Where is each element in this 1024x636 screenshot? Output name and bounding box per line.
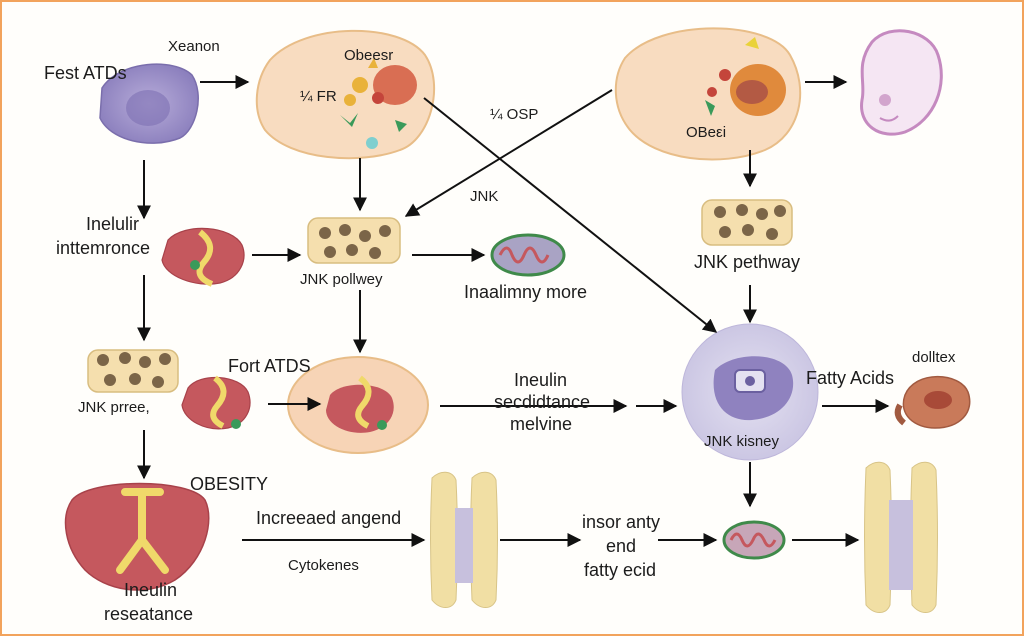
label-inaalimny-more: Inaalimny more (464, 282, 587, 302)
arrow (404, 89, 613, 217)
liver-small-2 (181, 375, 251, 430)
large-cell-kidney (681, 323, 819, 461)
label-jnk-pollwey: JNK pollwey (300, 271, 383, 288)
blood-vessel-1 (430, 471, 498, 608)
label-secdidtance: secdidtance (494, 392, 590, 412)
adipocyte-liver-center (287, 356, 429, 454)
label-jnk-pethway: JNK pethway (694, 252, 800, 272)
label-fest-atds: Fest ATDs (44, 63, 127, 83)
label-end: end (606, 536, 636, 556)
label-ifr: ¼ FR (300, 88, 337, 105)
liver-small-1 (161, 227, 245, 287)
fat-tissue-block-2 (701, 199, 793, 246)
kidney-organ (894, 375, 971, 429)
label-osp: ¼ OSP (490, 106, 538, 123)
label-cytokenes: Cytokenes (288, 557, 359, 574)
obese-adipocyte-right (614, 27, 802, 161)
fat-tissue-block-3 (87, 349, 179, 393)
arrows (137, 75, 890, 547)
label-jnk: JNK (470, 188, 498, 205)
label-inelulir: Inelulir (86, 214, 139, 234)
label-obesity: OBESITY (190, 474, 268, 494)
blood-vessel-2 (864, 461, 938, 613)
mitochondrion-2 (722, 520, 786, 560)
liver-large (64, 482, 210, 591)
label-melvine: melvine (510, 414, 572, 434)
label-fort-atds: Fort ATDS (228, 356, 311, 376)
label-fatty-acids: Fatty Acids (806, 368, 894, 388)
label-reseatance: reseatance (104, 604, 193, 624)
label-obeser-top: Obeesr (344, 47, 393, 64)
label-insor-anty: insor anty (582, 512, 660, 532)
mitochondrion-1 (490, 233, 566, 277)
obese-adipocyte-top (255, 29, 436, 160)
label-dolltex: dolltex (912, 349, 956, 366)
label-inttemronce: inttemronce (56, 238, 150, 258)
label-ineulin-res: Ineulin (124, 580, 177, 600)
label-ineulin: Ineulin (514, 370, 567, 390)
label-xeanon: Xeanon (168, 38, 220, 55)
label-fatty-ecid: fatty ecid (584, 560, 656, 580)
label-jnk-kisney: JNK kisney (704, 433, 780, 450)
label-increeaed-angend: Increeaed angend (256, 508, 401, 528)
arrow (423, 97, 718, 333)
fest-atds-cell (99, 63, 199, 144)
fat-tissue-block-1 (307, 217, 401, 264)
organ-top-right (860, 29, 943, 136)
label-jnk-prree: JNK prree, (78, 399, 150, 416)
label-obeesi: OBeεi (686, 124, 726, 141)
